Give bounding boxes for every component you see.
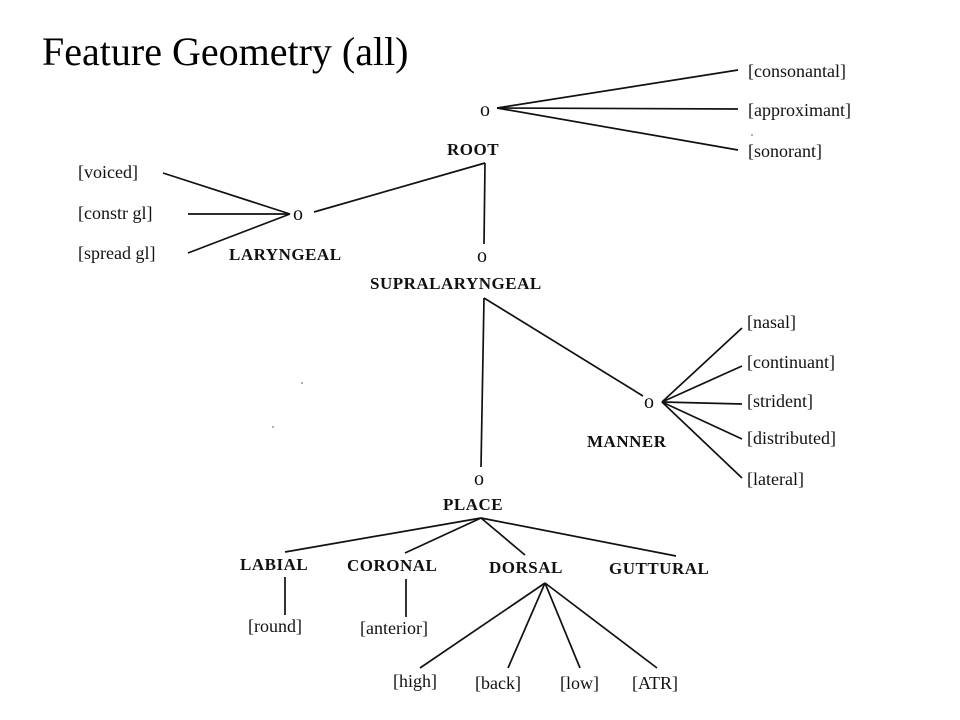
node-labels: ROOT LARYNGEAL SUPRALARYNGEAL MANNER PLA… — [229, 140, 709, 578]
edge-root-approximant — [496, 107, 739, 110]
edge-root-laryngeal — [313, 162, 486, 213]
edge-laryngeal-spread-gl — [187, 213, 291, 254]
edge-dorsal-high — [419, 582, 546, 669]
manner-node-marker: o — [644, 391, 654, 413]
edge-root-consonantal — [496, 69, 739, 109]
root-node-marker: o — [480, 99, 490, 121]
edge-manner-distributed — [661, 401, 743, 440]
edge-laryngeal-voiced — [162, 172, 291, 215]
feature-anterior: [anterior] — [360, 618, 428, 638]
feature-atr: [ATR] — [632, 673, 678, 693]
feature-round: [round] — [248, 616, 302, 636]
feature-spread-gl: [spread gl] — [78, 243, 155, 263]
manner-features: [nasal] [continuant] [strident] [distrib… — [747, 312, 836, 489]
feature-approximant: [approximant] — [748, 100, 851, 120]
scan-speck — [751, 134, 753, 136]
coronal-label: CORONAL — [347, 556, 437, 575]
edge-dorsal-atr — [544, 582, 658, 669]
root-features: [consonantal] [approximant] [sonorant] — [748, 61, 851, 161]
laryngeal-label: LARYNGEAL — [229, 245, 342, 264]
tree-edges — [162, 69, 743, 669]
edge-supralaryngeal-manner — [483, 297, 644, 397]
manner-label: MANNER — [587, 432, 667, 451]
place-node-marker: o — [474, 468, 484, 490]
feature-sonorant: [sonorant] — [748, 141, 822, 161]
feature-continuant: [continuant] — [747, 352, 835, 372]
guttural-label: GUTTURAL — [609, 559, 709, 578]
node-markers: o o o o o — [293, 99, 654, 490]
feature-consonantal: [consonantal] — [748, 61, 846, 81]
feature-back: [back] — [475, 673, 521, 693]
dorsal-label: DORSAL — [489, 558, 563, 577]
edge-dorsal-low — [544, 582, 581, 669]
feature-nasal: [nasal] — [747, 312, 796, 332]
scan-speck — [301, 382, 303, 384]
edge-place-labial — [284, 517, 482, 553]
place-features: [round] [anterior] [high] [back] [low] [… — [248, 616, 678, 693]
root-label: ROOT — [447, 140, 499, 159]
feature-distributed: [distributed] — [747, 428, 836, 448]
edge-place-dorsal — [480, 517, 526, 556]
edge-place-coronal — [404, 517, 482, 554]
feature-constr-gl: [constr gl] — [78, 203, 152, 223]
laryngeal-node-marker: o — [293, 203, 303, 225]
feature-strident: [strident] — [747, 391, 813, 411]
place-label: PLACE — [443, 495, 503, 514]
edge-root-sonorant — [496, 107, 739, 151]
labial-label: LABIAL — [240, 555, 308, 574]
edge-manner-lateral — [661, 401, 743, 479]
edge-root-supralaryngeal — [483, 162, 486, 245]
edge-manner-strident — [661, 401, 743, 405]
laryngeal-features: [voiced] [constr gl] [spread gl] — [78, 162, 155, 263]
supralaryngeal-node-marker: o — [477, 245, 487, 267]
feature-low: [low] — [560, 673, 599, 693]
edge-dorsal-back — [507, 582, 546, 669]
edge-supralaryngeal-place — [480, 297, 485, 468]
edge-manner-continuant — [661, 365, 743, 403]
edge-manner-nasal — [661, 327, 743, 403]
supralaryngeal-label: SUPRALARYNGEAL — [370, 274, 542, 293]
scan-speck — [272, 426, 274, 428]
feature-high: [high] — [393, 671, 437, 691]
page-title: Feature Geometry (all) — [42, 29, 409, 74]
edge-place-guttural — [480, 517, 677, 557]
feature-voiced: [voiced] — [78, 162, 138, 182]
feature-lateral: [lateral] — [747, 469, 804, 489]
